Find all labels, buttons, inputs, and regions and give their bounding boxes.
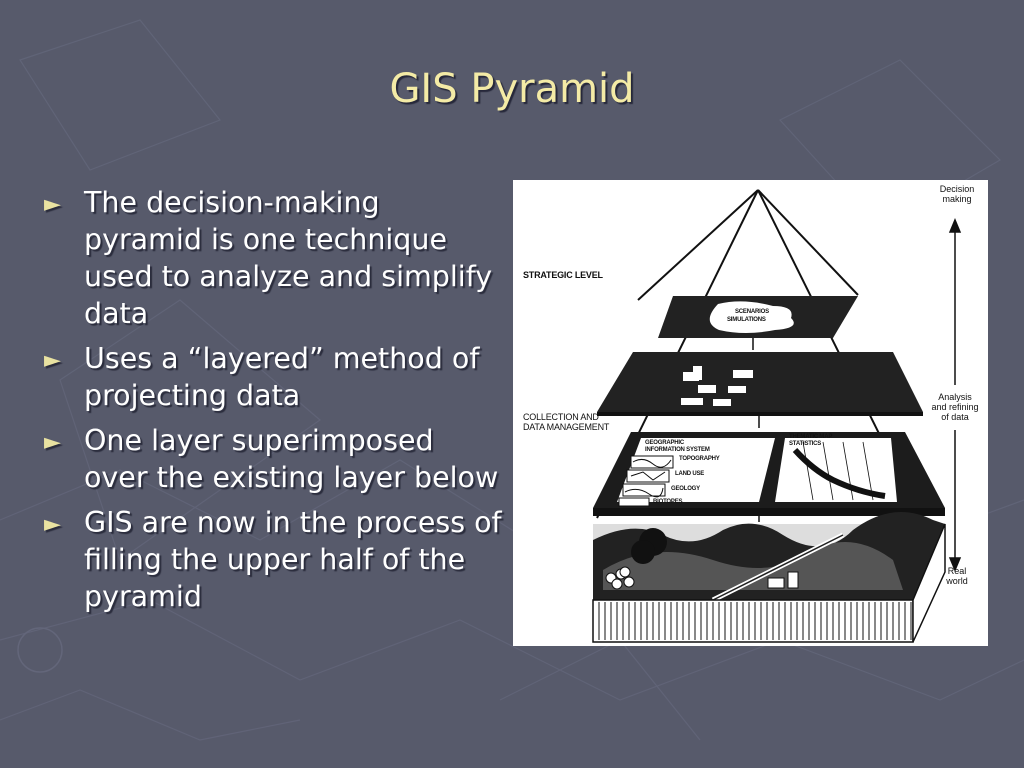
bullet-item: ► The decision-making pyramid is one tec… [44, 184, 504, 332]
geology-label: GEOLOGY [671, 486, 700, 492]
bullet-text: One layer superimposed over the existing… [84, 424, 499, 494]
bullet-list: ► The decision-making pyramid is one tec… [44, 184, 504, 623]
real-world-label-line1: Real [947, 566, 967, 576]
triangle-right-icon: ► [44, 348, 61, 373]
analysis-label-line2: and refining [931, 402, 979, 412]
bullet-item: ► Uses a “layered” method of projecting … [44, 340, 504, 414]
gis-pyramid-figure: STRATEGIC LEVEL COLLECTION AND DATA MANA… [513, 180, 988, 646]
bullet-text: GIS are now in the process of filling th… [84, 506, 502, 613]
triangle-right-icon: ► [44, 430, 61, 455]
triangle-right-icon: ► [44, 192, 61, 217]
biotopes-label: BIOTOPES [653, 499, 683, 505]
scenarios-label-line2: SIMULATIONS [727, 317, 766, 323]
decision-label-line2: making [942, 194, 972, 204]
slide-title: GIS Pyramid [389, 66, 635, 112]
real-world-label-line2: world [946, 576, 968, 586]
bullet-text: The decision-making pyramid is one techn… [84, 186, 493, 330]
middle-layer [597, 352, 923, 412]
thematic-label-line1: THEMATIC MAP [789, 434, 833, 440]
bullet-item: ► One layer superimposed over the existi… [44, 422, 504, 496]
gis-label-line2: INFORMATION SYSTEM [645, 447, 710, 453]
topography-label: TOPOGRAPHY [679, 456, 720, 462]
triangle-right-icon: ► [44, 512, 61, 537]
analysis-label-line3: of data [941, 412, 969, 422]
bullet-text: Uses a “layered” method of projecting da… [84, 342, 480, 412]
scenarios-label-line1: SCENARIOS [735, 309, 769, 315]
collection-label-line1: COLLECTION AND [523, 412, 599, 422]
bullet-item: ► GIS are now in the process of filling … [44, 504, 504, 615]
decision-label-line1: Decision [939, 184, 975, 194]
pyramid-illustration [592, 189, 962, 643]
land-use-label: LAND USE [675, 471, 705, 477]
analysis-label-line1: Analysis [938, 392, 972, 402]
strategic-level-label: STRATEGIC LEVEL [523, 270, 603, 280]
collection-label-line2: DATA MANAGEMENT [523, 422, 610, 432]
thematic-label-line2: STATISTICS [789, 441, 822, 447]
gis-label-line1: GEOGRAPHIC [645, 440, 685, 446]
